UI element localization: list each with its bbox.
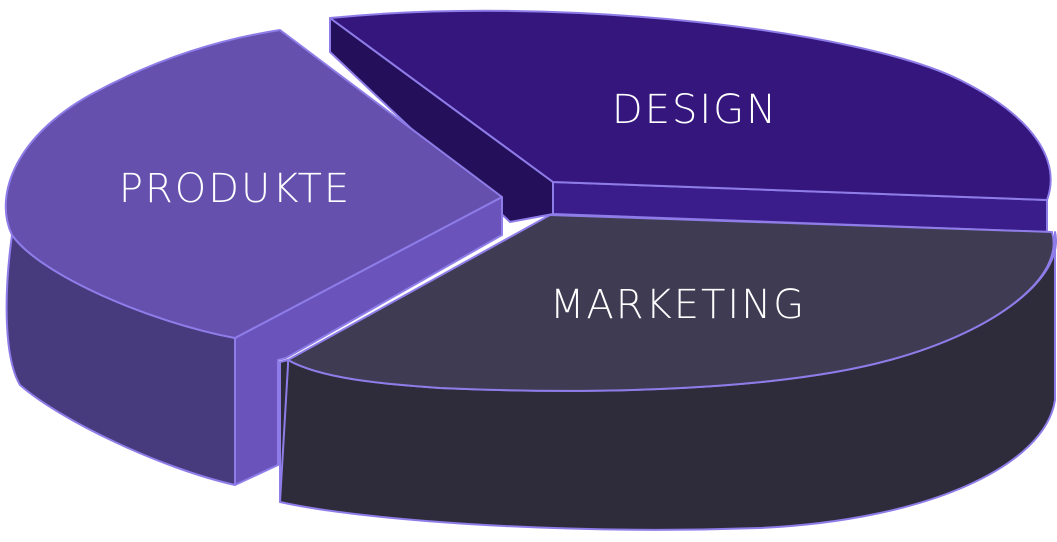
- pie-slice-marketing: [279, 214, 1057, 531]
- pie-slice-label-produkte: PRODUKTE: [119, 166, 351, 212]
- pie-slice-top-produkte: [4, 29, 503, 339]
- pie-slice-label-marketing: MARKETING: [550, 282, 806, 328]
- pie-slice-top-marketing: [287, 214, 1055, 392]
- pie-slice-design: [329, 9, 1052, 233]
- pie-slice-produkte: [4, 29, 503, 486]
- pie-labels: DESIGN PRODUKTE MARKETING: [119, 87, 806, 328]
- pie-slice-wall-produkte: [234, 196, 503, 486]
- pie-slice-top-design: [329, 9, 1052, 201]
- pie-slice-wall-marketing: [279, 359, 289, 503]
- pie-tops: [4, 9, 1057, 531]
- pie-slice-label-design: DESIGN: [612, 87, 778, 133]
